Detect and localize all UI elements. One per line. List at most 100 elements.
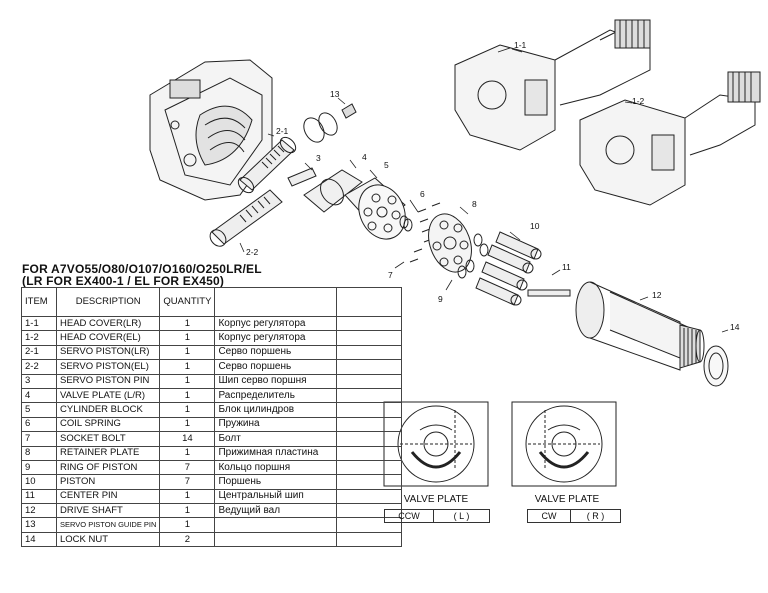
cell-item: 14 [21, 531, 57, 548]
cell-quantity: 1 [159, 373, 216, 389]
cell-russian: Кольцо поршня [214, 459, 338, 476]
cell-description: VALVE PLATE (L/R) [55, 387, 161, 404]
cell-item: 3 [21, 373, 57, 389]
cell-russian: Ведущий вал [214, 503, 338, 519]
valve-plate-ccw-box: CCW ( L ) [384, 509, 490, 523]
cell-quantity: 1 [159, 402, 216, 418]
cell-quantity: 1 [159, 445, 216, 461]
cell-description: PISTON [55, 474, 161, 490]
header-blank [336, 287, 403, 317]
cell-description: SERVO PISTON GUIDE PIN [55, 517, 161, 533]
cell-russian: Поршень [214, 474, 338, 490]
cell-quantity: 1 [159, 503, 216, 519]
table-header-row: ITEM DESCRIPTION QUANTITY [21, 287, 403, 317]
cell-item: 6 [21, 416, 57, 433]
cell-russian: Корпус регулятора [214, 330, 338, 346]
valve-plate-ccw-dir: CCW [398, 511, 420, 521]
lock-nut [703, 345, 729, 387]
cell-russian [214, 517, 338, 533]
coil-spring [399, 215, 413, 232]
callout-2-1: 2-1 [276, 126, 289, 136]
cell-item: 4 [21, 387, 57, 404]
cell-item: 7 [21, 431, 57, 447]
cell-russian: Прижимная пластина [214, 445, 338, 461]
callout-10: 10 [530, 221, 540, 231]
cell-description: SERVO PISTON(EL) [55, 359, 161, 375]
cell-description: SOCKET BOLT [55, 431, 161, 447]
cell-item: 12 [21, 503, 57, 519]
cell-description: RING OF PISTON [55, 459, 161, 476]
cell-description: HEAD COVER(LR) [55, 315, 161, 332]
cell-russian: Корпус регулятора [214, 315, 338, 332]
cell-item: 2-2 [21, 359, 57, 375]
cell-blank [336, 445, 403, 461]
leader-lines [239, 47, 729, 333]
callout-7: 7 [388, 270, 393, 280]
valve-plate-cw-drawing [511, 401, 617, 487]
table-title-line1: FOR A7VO55/O80/O107/O160/O250LR/EL [22, 262, 262, 276]
cell-blank [336, 416, 403, 433]
header-item: ITEM [21, 287, 57, 317]
valve-plate-cw-side: ( R ) [570, 510, 620, 522]
cell-description: CENTER PIN [55, 488, 161, 505]
callout-11: 11 [562, 262, 571, 272]
callout-1-2: 1-2 [632, 96, 645, 106]
valve-plate-cw-dir: CW [541, 511, 557, 521]
cell-item: 9 [21, 459, 57, 476]
valve-plate-cw-box: CW ( R ) [527, 509, 621, 523]
cell-blank [336, 359, 403, 375]
cell-blank [336, 459, 403, 476]
cell-russian: Серво поршень [214, 359, 338, 375]
cell-description: COIL SPRING [55, 416, 161, 433]
cell-item: 11 [21, 488, 57, 505]
header-description: DESCRIPTION [55, 287, 161, 317]
cell-quantity: 1 [159, 416, 216, 433]
cell-description: SERVO PISTON(LR) [55, 344, 161, 361]
callout-9: 9 [438, 294, 443, 304]
header-quantity: QUANTITY [159, 287, 216, 317]
seal-rings [303, 103, 357, 143]
cell-item: 10 [21, 474, 57, 490]
callout-4: 4 [362, 152, 367, 162]
cell-item: 1-2 [21, 330, 57, 346]
cell-description: DRIVE SHAFT [55, 503, 161, 519]
cell-quantity: 1 [159, 330, 216, 346]
center-pin [527, 289, 571, 297]
cell-item: 1-1 [21, 315, 57, 332]
cell-russian: Распределитель [214, 387, 338, 404]
header-russian [214, 287, 338, 317]
cell-blank [336, 387, 403, 404]
cell-item: 2-1 [21, 344, 57, 361]
cell-description: SERVO PISTON PIN [55, 373, 161, 389]
callout-3: 3 [316, 153, 321, 163]
cell-quantity: 1 [159, 315, 216, 332]
callout-5: 5 [384, 160, 389, 170]
cell-item: 8 [21, 445, 57, 461]
valve-plate [303, 169, 363, 213]
cell-blank [336, 474, 403, 490]
cell-russian [214, 531, 338, 548]
servo-piston-el [209, 189, 283, 247]
cell-blank [336, 330, 403, 346]
valve-plate-ccw-side: ( L ) [433, 510, 489, 522]
pistons [475, 231, 542, 306]
valve-plate-ccw-label: VALVE PLATE [403, 494, 469, 505]
cell-quantity: 7 [159, 474, 216, 490]
cell-blank [336, 531, 403, 548]
callout-14: 14 [730, 322, 740, 332]
cell-quantity: 2 [159, 531, 216, 548]
cell-item: 5 [21, 402, 57, 418]
